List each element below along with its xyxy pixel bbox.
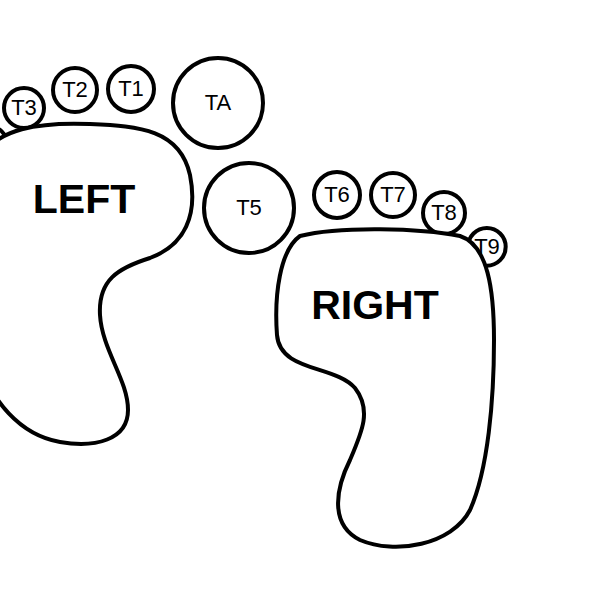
- foot-path: [276, 229, 494, 547]
- toe-outline: [4, 88, 44, 128]
- foot-shape: [270, 225, 502, 560]
- toe-label: T5: [236, 197, 262, 219]
- toe-label: TA: [205, 92, 231, 114]
- toe-circle: T6: [312, 170, 362, 220]
- toe-outline: [423, 192, 465, 234]
- toe-outline: [53, 68, 97, 112]
- toe-circle: T3: [2, 86, 46, 130]
- foot-label: RIGHT: [311, 285, 439, 326]
- foot-path: [0, 124, 192, 444]
- foot-outline: RIGHT: [270, 225, 502, 560]
- toe-circle: T2: [51, 66, 99, 114]
- foot-shape: [0, 118, 202, 453]
- toe-outline: [173, 58, 263, 148]
- toe-outline: [371, 173, 415, 217]
- toe-outline: [204, 163, 294, 253]
- foot-label: LEFT: [33, 179, 135, 220]
- toe-label: T7: [380, 184, 406, 206]
- toe-circle: TA: [171, 56, 265, 150]
- foot-outline: LEFT: [0, 118, 202, 453]
- toe-circle: T1: [106, 64, 156, 114]
- toe-outline: [108, 66, 154, 112]
- toe-label: T1: [118, 78, 144, 100]
- toe-circle: T5: [202, 161, 296, 255]
- toe-label: T3: [11, 97, 37, 119]
- toe-label: T6: [324, 184, 350, 206]
- toe-label: T8: [431, 202, 457, 224]
- toe-circle: T8: [421, 190, 467, 236]
- toe-circle: T7: [369, 171, 417, 219]
- toe-label: T2: [62, 79, 88, 101]
- toe-outline: [314, 172, 360, 218]
